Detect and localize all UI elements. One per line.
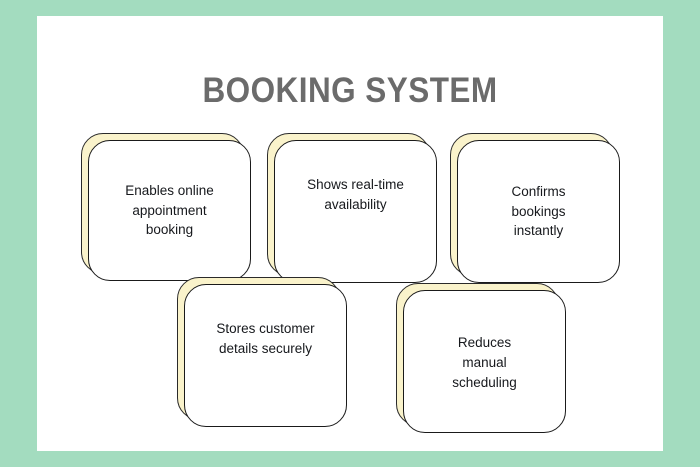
page-title: BOOKING SYSTEM xyxy=(202,71,498,111)
card-label: Enables online appointment booking xyxy=(125,182,214,238)
card-front-sheet: Enables online appointment booking xyxy=(88,140,251,281)
card-label: Shows real-time availability xyxy=(307,177,404,212)
card-front-sheet: Shows real-time availability xyxy=(274,140,437,283)
card-label: Confirms bookings instantly xyxy=(511,183,566,239)
card-confirms-bookings-instantly[interactable]: Confirms bookings instantly xyxy=(450,133,620,283)
card-enables-online-appointment-booking[interactable]: Enables online appointment booking xyxy=(81,133,251,281)
card-label: Stores customer details securely xyxy=(216,321,315,356)
white-page-area: BOOKING SYSTEM Enables online appointmen… xyxy=(37,16,663,451)
card-shows-real-time-availability[interactable]: Shows real-time availability xyxy=(267,133,437,283)
card-stores-customer-details-securely[interactable]: Stores customer details securely xyxy=(177,277,347,427)
card-front-sheet: Stores customer details securely xyxy=(184,284,347,427)
card-front-sheet: Confirms bookings instantly xyxy=(457,140,620,283)
card-front-sheet: Reduces manual scheduling xyxy=(403,290,566,433)
card-label: Reduces manual scheduling xyxy=(452,335,517,390)
card-reduces-manual-scheduling[interactable]: Reduces manual scheduling xyxy=(396,283,566,433)
